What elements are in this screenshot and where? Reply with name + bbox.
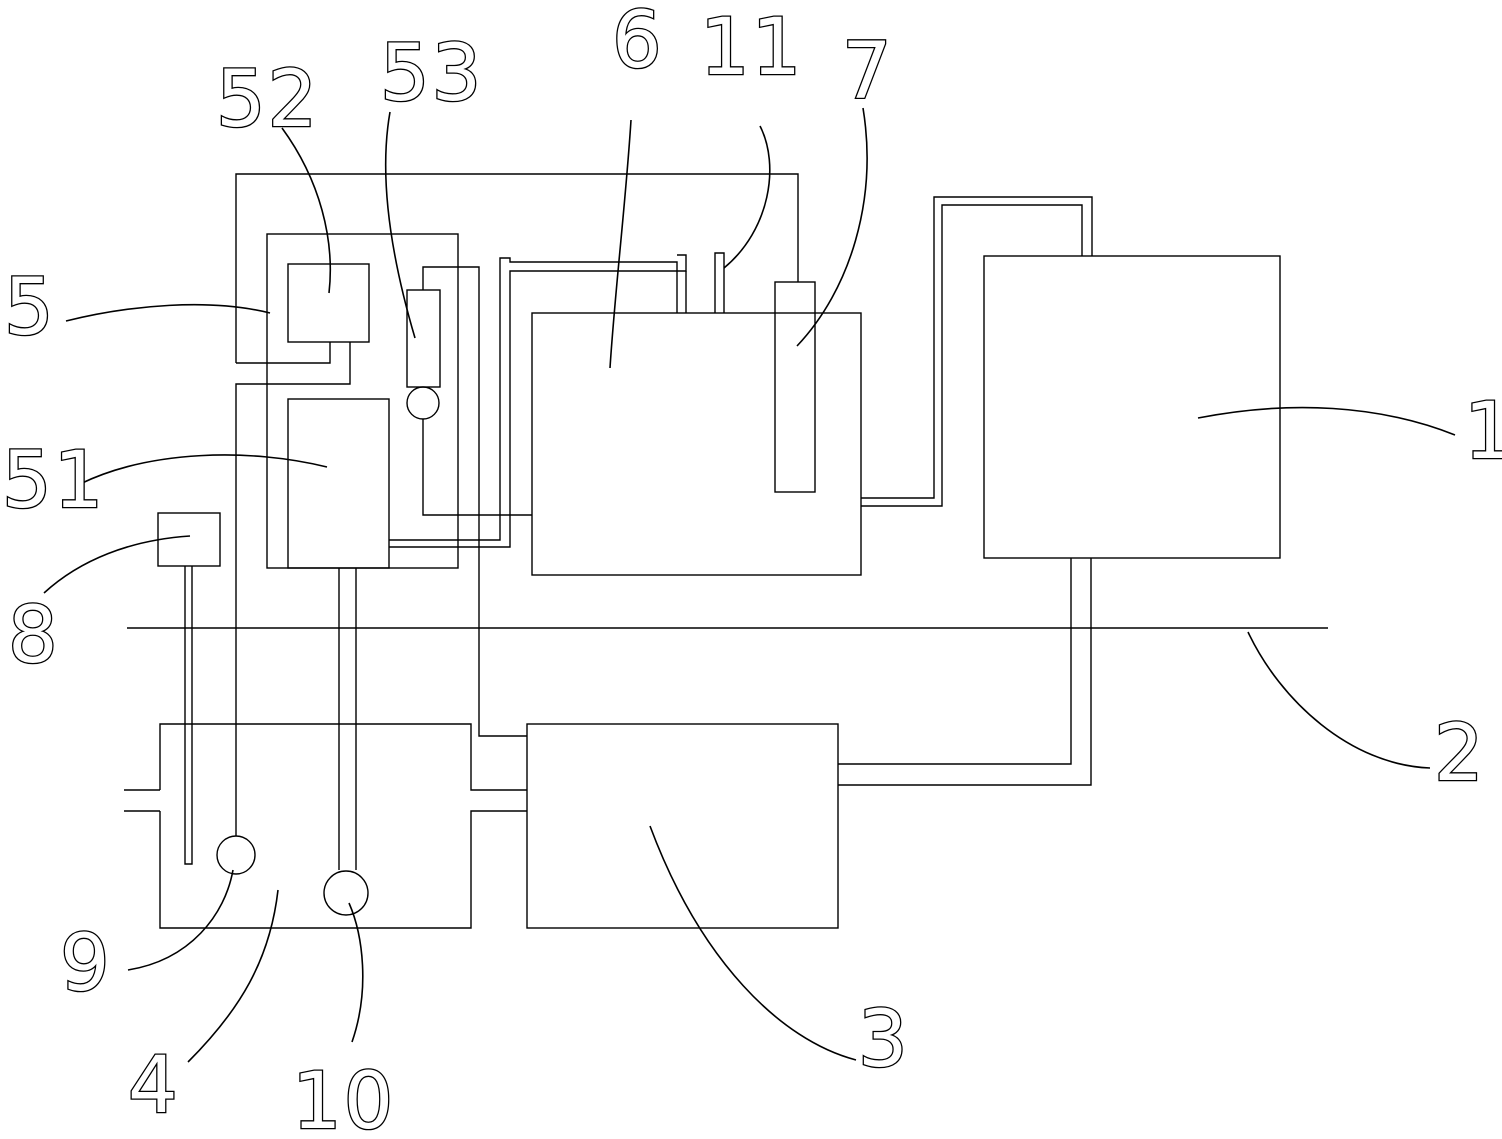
label-53: 53	[380, 29, 483, 119]
leader-7	[796, 107, 868, 347]
pipe-51-to-6-outer	[389, 257, 678, 541]
component-4-top	[159, 723, 527, 791]
pipe-6-to-1-outer	[861, 196, 1093, 499]
leader-9	[127, 869, 234, 971]
label-4: 4	[128, 1041, 180, 1131]
pipe-6-to-1-inner	[861, 204, 1083, 507]
component-53-box	[406, 289, 441, 388]
component-4-bottom	[159, 810, 527, 929]
leader-4	[187, 889, 279, 1063]
component-11-tube	[714, 252, 725, 313]
pipe-1-to-3-inner	[838, 558, 1072, 765]
label-8: 8	[8, 591, 60, 681]
label-2: 2	[1434, 709, 1486, 799]
component-7-box	[774, 281, 816, 493]
leader-3	[649, 825, 857, 1061]
component-5-housing	[266, 233, 459, 569]
label-52: 52	[216, 55, 319, 145]
leader-6	[609, 119, 632, 369]
component-10-pump	[323, 870, 369, 916]
component-8-box	[157, 512, 221, 567]
component-6-box	[531, 312, 862, 576]
label-6: 6	[612, 0, 664, 86]
leader-51	[79, 454, 328, 485]
pipe-52-to-9	[235, 342, 351, 836]
label-1: 1	[1464, 387, 1502, 477]
label-9: 9	[60, 919, 112, 1009]
label-7: 7	[842, 27, 894, 117]
component-9-pump	[216, 835, 256, 875]
pipe-1-to-3-outer	[838, 558, 1092, 786]
leader-8	[43, 535, 191, 594]
pipe-51-to-6-inner	[389, 254, 687, 548]
leader-5	[65, 303, 271, 322]
label-10: 10	[292, 1057, 395, 1139]
component-53-valve	[406, 386, 440, 420]
component-8-probe	[184, 566, 193, 865]
leader-1	[1197, 406, 1456, 436]
label-51: 51	[2, 436, 105, 526]
component-5-frame-lower	[236, 342, 331, 364]
leader-53	[384, 111, 416, 339]
component-51-box	[287, 398, 390, 569]
pipe-53-to-6	[422, 419, 532, 516]
label-11: 11	[700, 3, 803, 93]
label-3: 3	[858, 995, 910, 1085]
leader-10	[348, 902, 364, 1043]
component-1-box	[983, 255, 1281, 559]
pipe-53-to-3	[422, 266, 527, 737]
component-52-box	[287, 263, 370, 343]
leader-2	[1247, 631, 1431, 769]
label-5: 5	[4, 263, 56, 353]
leader-52	[281, 127, 332, 294]
component-5-frame	[235, 173, 799, 363]
component-3-box	[526, 723, 839, 929]
leader-11	[723, 125, 771, 269]
